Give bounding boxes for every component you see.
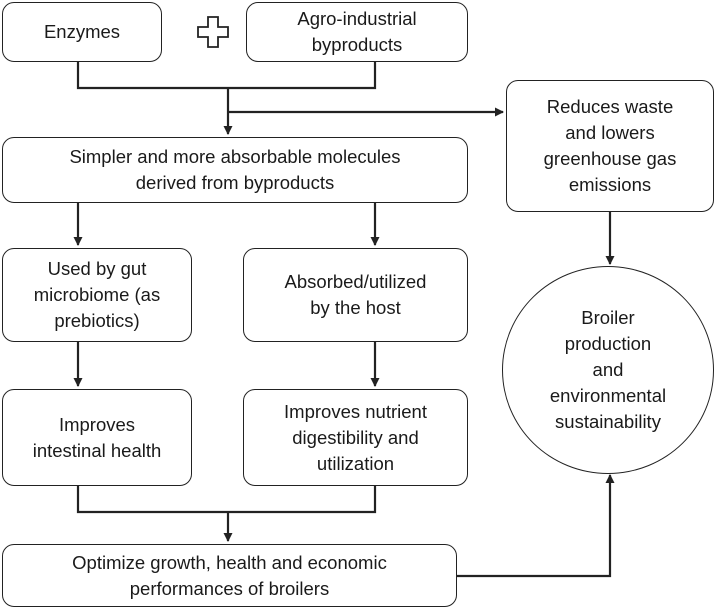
merge-line-top — [76, 62, 377, 90]
node-microbiome: Used by gut microbiome (as prebiotics) — [2, 248, 192, 342]
node-nutrient: Improves nutrient digestibility and util… — [243, 389, 468, 486]
node-optimize: Optimize growth, health and economic per… — [2, 544, 457, 607]
plus-icon — [197, 16, 229, 48]
node-byproducts: Agro-industrial byproducts — [246, 2, 468, 62]
node-molecules: Simpler and more absorbable molecules de… — [2, 137, 468, 203]
node-sustainability: Broiler production and environmental sus… — [502, 266, 714, 474]
node-intestinal: Improves intestinal health — [2, 389, 192, 486]
node-waste: Reduces waste and lowers greenhouse gas … — [506, 80, 714, 212]
merge-line-bottom — [76, 486, 377, 514]
node-enzymes: Enzymes — [2, 2, 162, 62]
arrow-optimize-to-sustainability — [457, 474, 615, 578]
node-host: Absorbed/utilized by the host — [243, 248, 468, 342]
